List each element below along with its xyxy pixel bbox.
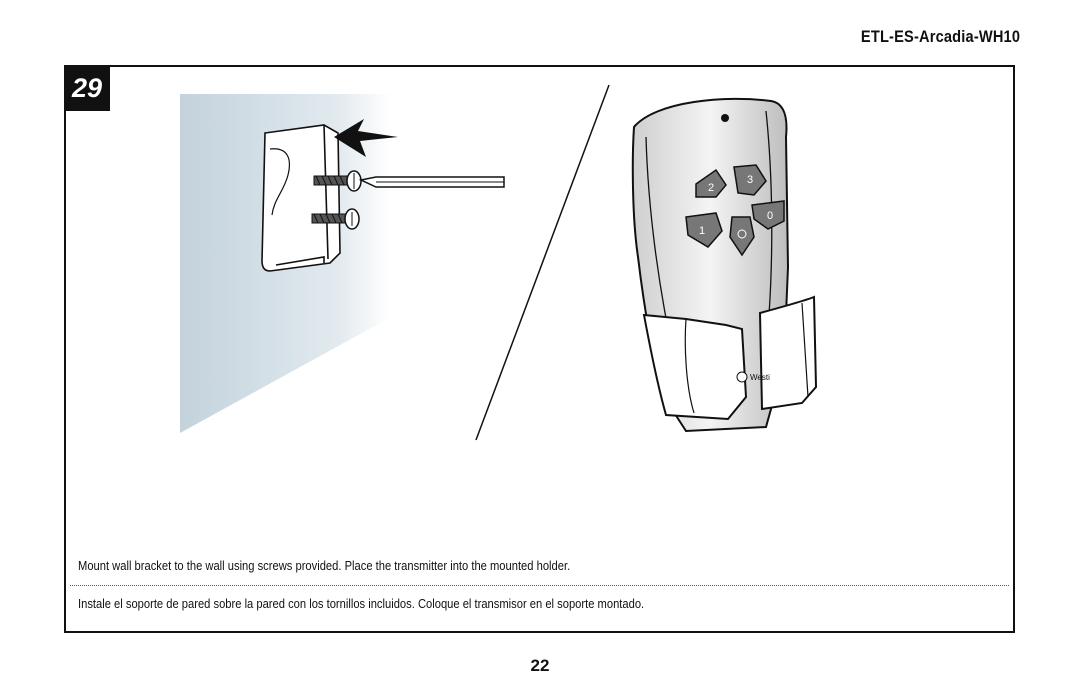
remote-button-3: 3 (733, 164, 767, 196)
remote-button-1: 1 (685, 212, 723, 248)
instruction-spanish: Instale el soporte de pared sobre la par… (78, 596, 645, 611)
remote-button-0: 0 (751, 200, 785, 230)
screw-top (313, 170, 362, 192)
brand-text: Westi (750, 373, 770, 382)
screw-bottom (311, 208, 360, 230)
model-number: ETL-ES-Arcadia-WH10 (860, 27, 1020, 46)
page-number: 22 (530, 656, 550, 675)
remote-transmitter: 2 3 1 0 (631, 97, 818, 433)
remote-button-3-label: 3 (747, 174, 753, 186)
remote-button-0-label: 0 (767, 210, 773, 222)
remote-button-1-label: 1 (699, 225, 705, 237)
instruction-english: Mount wall bracket to the wall using scr… (78, 558, 571, 573)
remote-button-2-label: 2 (708, 182, 714, 194)
illustration: 2 3 1 0 (180, 84, 818, 441)
remote-button-2: 2 (695, 168, 727, 198)
dotted-divider (70, 585, 1009, 586)
arrow-icon (334, 119, 398, 157)
screwdriver (358, 176, 505, 188)
instruction-panel: 29 (64, 65, 1015, 633)
wall-bracket (261, 124, 341, 272)
step-number: 29 (64, 65, 110, 111)
light-button (729, 216, 755, 257)
remote-holder (642, 295, 818, 421)
divider-line (475, 84, 610, 441)
